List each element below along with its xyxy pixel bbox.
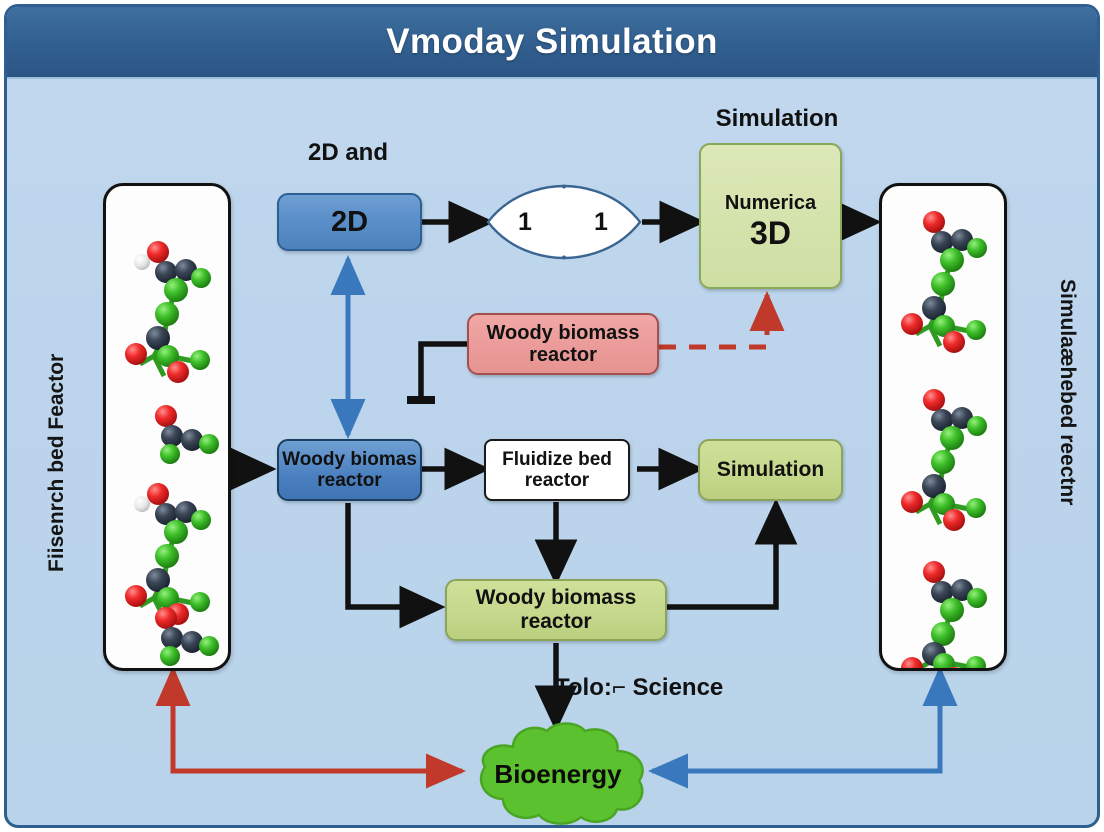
node-simulation-label: Simulation	[716, 458, 825, 482]
cloud-shape	[479, 722, 644, 825]
connector-woody-green-to-simulation	[666, 498, 798, 610]
lens-shape	[486, 184, 642, 260]
node-2d-label: 2D	[330, 205, 369, 238]
node-woody-biomass-reactor-red[interactable]: Woody biomass reactor	[467, 313, 659, 375]
node-numerica-3d[interactable]: Numerica 3D	[699, 143, 842, 289]
lens-left-value: 1	[518, 208, 532, 236]
node-numerica-small-label: Numerica	[724, 191, 817, 214]
node-bioenergy-label: Bioenergy	[494, 759, 622, 789]
connector-bioenergy-to-left-panel	[155, 635, 467, 789]
right-side-caption: Simulaæhebed reectnr	[1056, 279, 1079, 506]
node-woody-green-line2: reactor	[520, 610, 592, 633]
node-2d[interactable]: 2D	[277, 193, 422, 251]
connector-red-dashed-to-woody-red	[659, 290, 785, 350]
node-woody-blue-line2: reactor	[317, 470, 382, 491]
node-fluidize-line2: reactor	[524, 470, 590, 491]
connector-woody-blue-to-woody-green	[345, 503, 446, 629]
node-bioenergy-cloud[interactable]: Bioenergy	[453, 721, 663, 825]
molecule-figure-left	[125, 241, 219, 666]
node-woody-red-line1: Woody biomass	[486, 321, 640, 344]
molecule-figure-right	[901, 211, 987, 668]
page-title: Vmoday Simulation	[386, 22, 718, 61]
label-simulation-top: Simulation	[715, 105, 839, 132]
molecule-panel-left[interactable]	[103, 183, 231, 671]
connector-woody-red-to-stop	[407, 341, 467, 404]
node-fluidize-bed-reactor[interactable]: Fluidize bed reactor	[484, 439, 630, 501]
node-woody-biomass-reactor-green[interactable]: Woody biomass reactor	[445, 579, 667, 641]
lens-right-value: 1	[594, 208, 608, 236]
node-woody-biomas-reactor-blue[interactable]: Woody biomas reactor	[277, 439, 422, 501]
node-lens[interactable]: 1 1	[484, 184, 644, 260]
node-numerica-big-label: 3D	[750, 215, 791, 252]
node-fluidize-line1: Fluidize bed	[502, 448, 612, 470]
label-2d-and: 2D and	[307, 139, 388, 166]
node-woody-green-line1: Woody biomass	[475, 586, 637, 610]
node-woody-red-line2: reactor	[529, 344, 597, 366]
node-woody-blue-line1: Woody biomas	[282, 448, 417, 470]
node-simulation-box[interactable]: Simulation	[698, 439, 843, 501]
title-bar: Vmoday Simulation	[7, 7, 1097, 79]
label-tolo-science: Tolo:⌐ Science	[555, 674, 724, 701]
diagram-frame: Vmoday Simulation	[4, 4, 1100, 828]
molecule-panel-right[interactable]	[879, 183, 1007, 671]
left-side-caption: Fiisenrch bed Feactor	[45, 353, 68, 572]
